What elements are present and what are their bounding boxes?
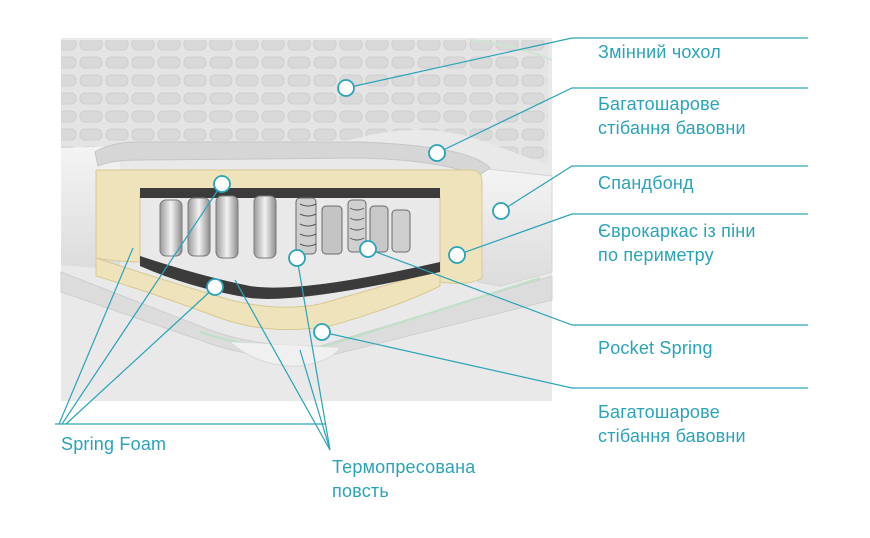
label-quilt-top: Багатошарове стібання бавовни: [598, 94, 746, 138]
leader-cover: [345, 37, 808, 89]
leader-eurocase: [456, 213, 808, 256]
marker-quilt-bottom: [313, 323, 331, 341]
marker-spring-foam-bottom: [206, 278, 224, 296]
leader-quilt-bottom: [321, 331, 808, 389]
label-felt: Термопресована повсть: [332, 457, 476, 501]
marker-eurocase: [448, 246, 466, 264]
leader-felt-a: [296, 257, 331, 451]
leader-quilt-top: [436, 87, 808, 154]
pocket-springs: [159, 195, 411, 259]
label-spring-foam: Spring Foam: [61, 434, 167, 454]
leader-spunbond: [500, 165, 808, 212]
marker-spunbond: [492, 202, 510, 220]
label-spunbond: Спандбонд: [598, 173, 694, 193]
leader-lines: [55, 37, 808, 451]
leader-felt-b: [234, 279, 331, 451]
label-quilt-bottom: Багатошарове стібання бавовни: [598, 402, 746, 446]
marker-quilt-top: [428, 144, 446, 162]
marker-felt: [288, 249, 306, 267]
leader-foam-b: [65, 286, 216, 425]
leader-foam-a: [61, 183, 223, 425]
label-pocket-spring: Pocket Spring: [598, 338, 713, 358]
marker-pocket-spring: [359, 240, 377, 258]
quilt-layer-top: [94, 141, 491, 177]
label-eurocase: Єврокаркас із піни по периметру: [598, 221, 756, 265]
leader-foam-c: [58, 247, 134, 425]
leader-felt-c: [299, 349, 331, 451]
mattress-top: [61, 39, 553, 165]
markers: [206, 79, 510, 341]
marker-cover: [337, 79, 355, 97]
leader-pocket-spring: [367, 248, 808, 326]
marker-spring-foam-top: [213, 175, 231, 193]
label-cover: Змінний чохол: [598, 42, 721, 62]
